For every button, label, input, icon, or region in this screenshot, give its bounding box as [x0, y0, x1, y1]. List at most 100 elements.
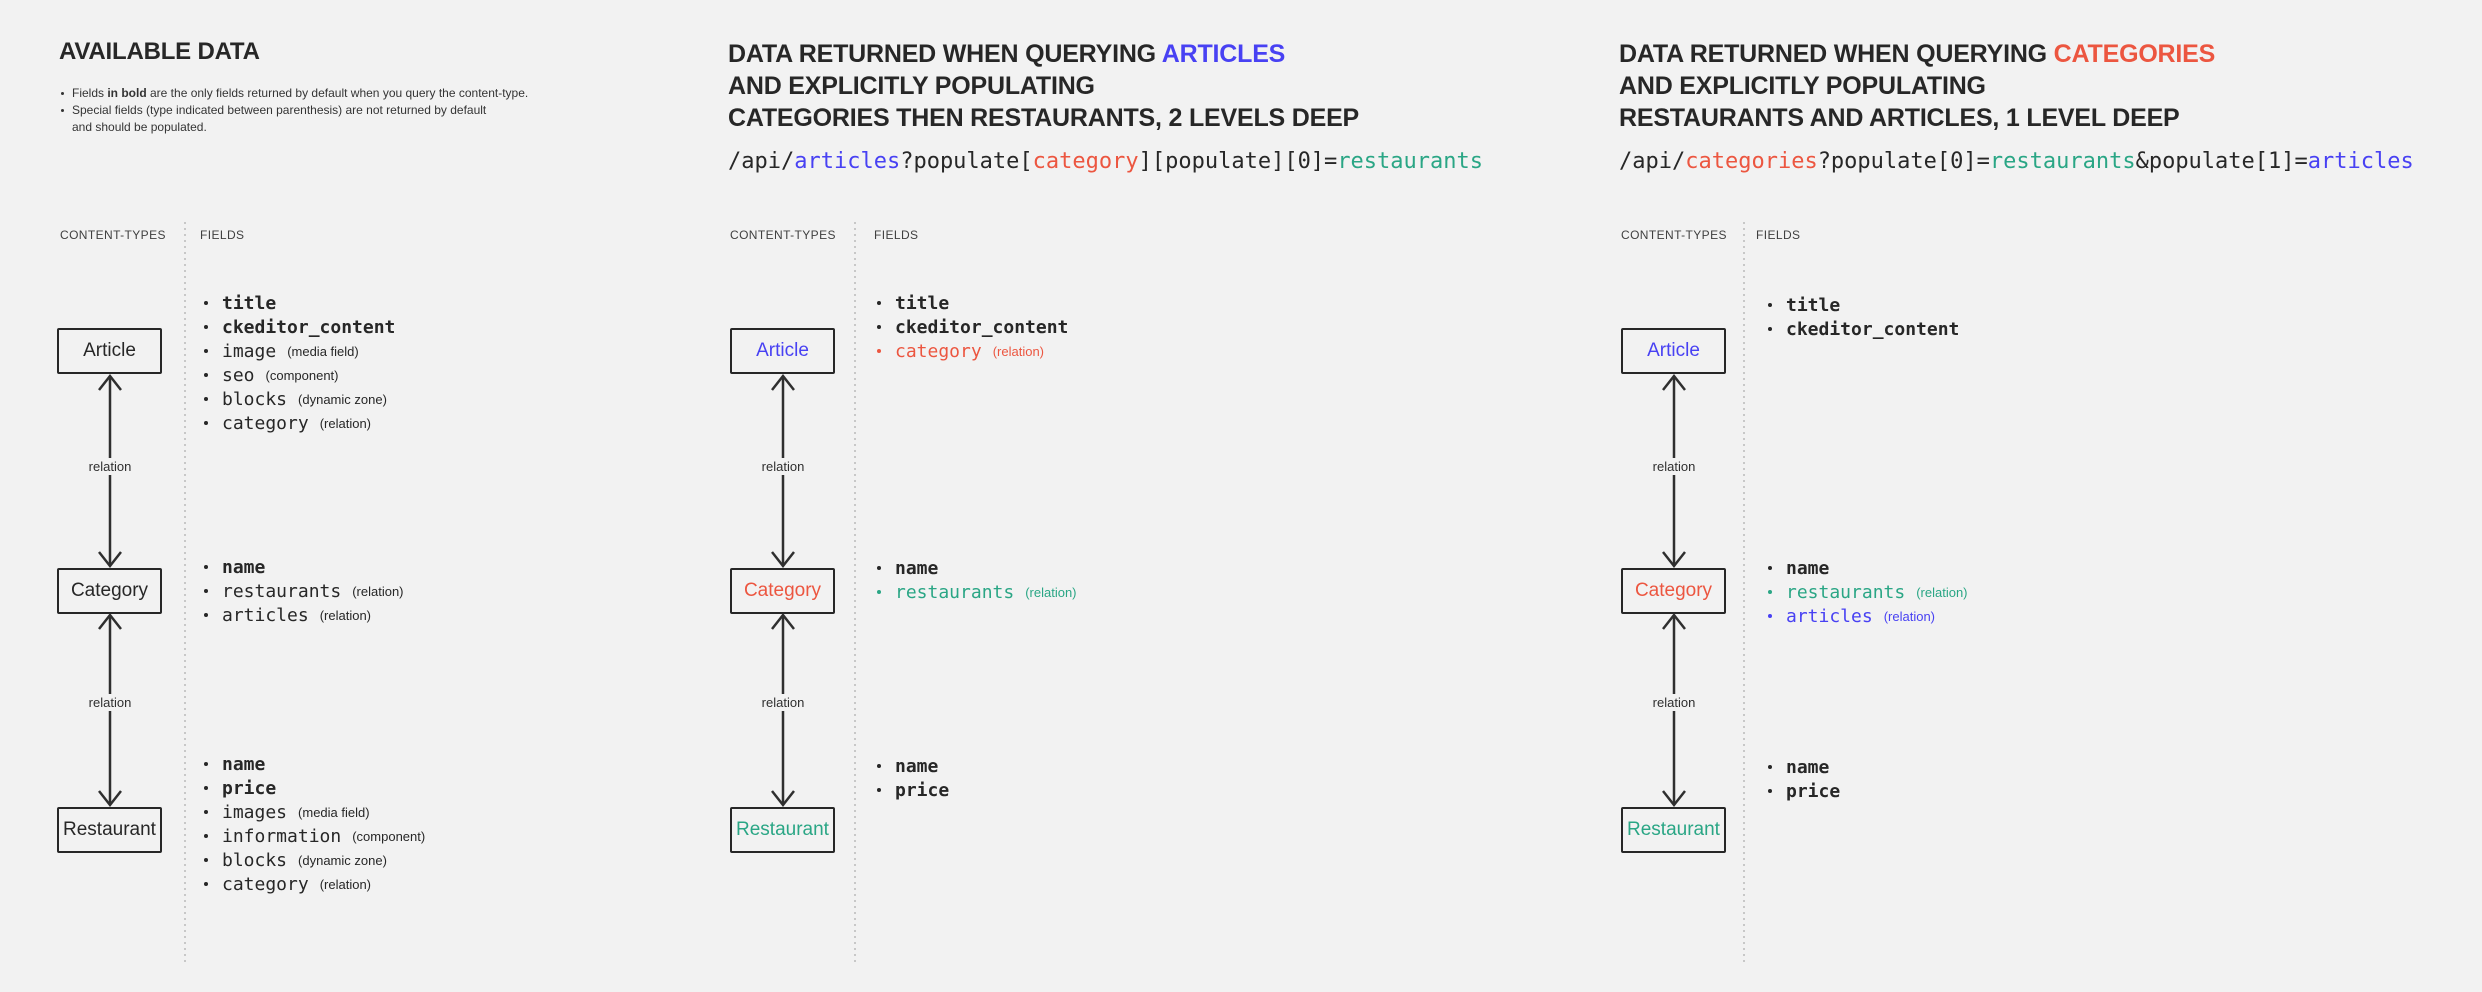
column-divider	[184, 222, 186, 962]
field-row: ckeditor_content	[1768, 317, 1970, 341]
bullet-icon	[204, 762, 208, 766]
relation-label: relation	[83, 694, 137, 711]
field-name: ckeditor_content	[895, 316, 1069, 338]
bullet-icon	[877, 349, 881, 353]
bullet-icon	[1768, 590, 1772, 594]
bullet-icon	[1768, 789, 1772, 793]
field-type: (dynamic zone)	[298, 852, 387, 868]
field-name: image	[222, 340, 277, 362]
bullet-icon	[204, 301, 208, 305]
field-row: ckeditor_content	[877, 315, 1079, 339]
field-row: title	[877, 291, 1079, 315]
field-name: title	[222, 292, 277, 314]
code-segment: ][populate][0]=	[1138, 149, 1338, 174]
code-segment: ?populate[	[900, 149, 1033, 174]
field-type: (relation)	[1025, 584, 1077, 600]
content-type-box-category: Category	[1621, 568, 1726, 614]
bullet-icon	[204, 349, 208, 353]
panel-title-querying-categories: DATA RETURNED WHEN QUERYING CATEGORIES A…	[1619, 40, 2216, 132]
field-type: (relation)	[319, 415, 371, 431]
field-name: ckeditor_content	[1786, 318, 1960, 340]
content-type-box-article: Article	[1621, 328, 1726, 374]
bullet-icon	[204, 565, 208, 569]
field-name: information	[222, 825, 342, 847]
bullet-icon	[1768, 765, 1772, 769]
fields-list-restaurant: name price	[877, 754, 960, 802]
bullet-icon	[204, 786, 208, 790]
field-row: category (relation)	[204, 872, 425, 896]
field-name: price	[222, 777, 277, 799]
field-row: title	[1768, 293, 1970, 317]
field-row: articles(relation)	[204, 603, 404, 627]
field-name: articles	[222, 604, 309, 626]
field-name: category	[222, 412, 309, 434]
field-name: name	[1786, 557, 1830, 579]
field-row: articles (relation)	[1768, 604, 1968, 628]
bullet-icon	[204, 325, 208, 329]
code-segment: articles	[2307, 149, 2414, 174]
title-highlight-categories: CATEGORIES	[2053, 40, 2216, 68]
field-row: name	[204, 555, 404, 579]
field-row: restaurants (relation)	[877, 580, 1077, 604]
field-name: blocks	[222, 849, 288, 871]
field-row: name	[204, 752, 425, 776]
field-name: restaurants	[895, 581, 1015, 603]
field-type: (media field)	[298, 804, 370, 820]
fields-list-article: title ckeditor_content image (media field…	[204, 291, 406, 435]
fields-list-restaurant: name price images(media field) informati…	[204, 752, 425, 896]
field-name: category	[222, 873, 309, 895]
bullet-icon	[204, 882, 208, 886]
field-type: (relation)	[992, 343, 1044, 359]
field-row: restaurants(relation)	[1768, 580, 1968, 604]
field-name: name	[1786, 756, 1830, 778]
field-name: ckeditor_content	[222, 316, 396, 338]
bullet-icon	[1768, 303, 1772, 307]
content-type-box-article: Article	[57, 328, 162, 374]
field-name: restaurants	[222, 580, 342, 602]
field-name: name	[222, 753, 266, 775]
field-row: seo (component)	[204, 363, 406, 387]
field-type: (component)	[265, 367, 339, 383]
bullet-icon	[877, 325, 881, 329]
relation-label: relation	[1647, 458, 1701, 475]
field-row: price	[877, 778, 960, 802]
legend-note-special-fields: Special fields (type indicated between p…	[61, 102, 528, 119]
column-header-content-types: CONTENT-TYPES	[60, 228, 166, 242]
field-name: articles	[1786, 605, 1873, 627]
field-type: (relation)	[1883, 608, 1935, 624]
field-type: (relation)	[319, 876, 371, 892]
bullet-icon	[204, 834, 208, 838]
bullet-icon	[1768, 566, 1772, 570]
code-segment: articles	[794, 149, 901, 174]
bullet-icon	[61, 109, 64, 112]
field-row: name	[1768, 556, 1968, 580]
bullet-icon	[1768, 614, 1772, 618]
column-header-content-types: CONTENT-TYPES	[1621, 228, 1727, 242]
field-name: seo	[222, 364, 255, 386]
field-row: blocks (dynamic zone)	[204, 848, 425, 872]
api-query-code: /api/articles?populate[category][populat…	[728, 149, 1483, 174]
field-row: price	[1768, 779, 1851, 803]
field-row: blocks (dynamic zone)	[204, 387, 406, 411]
column-divider	[854, 222, 856, 962]
relation-label: relation	[756, 458, 810, 475]
panel-title-querying-articles: DATA RETURNED WHEN QUERYING ARTICLES AND…	[728, 40, 1360, 132]
column-header-fields: FIELDS	[874, 228, 919, 242]
bullet-icon	[204, 613, 208, 617]
bullet-icon	[204, 589, 208, 593]
content-type-box-article: Article	[730, 328, 835, 374]
code-segment: /api/	[1619, 149, 1686, 174]
field-name: blocks	[222, 388, 288, 410]
field-name: title	[1786, 294, 1841, 316]
fields-list-restaurant: name price	[1768, 755, 1851, 803]
field-type: (relation)	[352, 583, 404, 599]
bullet-icon	[877, 788, 881, 792]
field-type: (media field)	[287, 343, 359, 359]
legend-note-special-fields-cont: and should be populated.	[72, 120, 207, 134]
code-segment: category	[1032, 149, 1139, 174]
field-type: (dynamic zone)	[298, 391, 387, 407]
legend-note-bold-fields: Fields in bold are the only fields retur…	[61, 85, 528, 102]
bullet-icon	[877, 301, 881, 305]
code-segment: &populate[1]=	[2135, 149, 2308, 174]
